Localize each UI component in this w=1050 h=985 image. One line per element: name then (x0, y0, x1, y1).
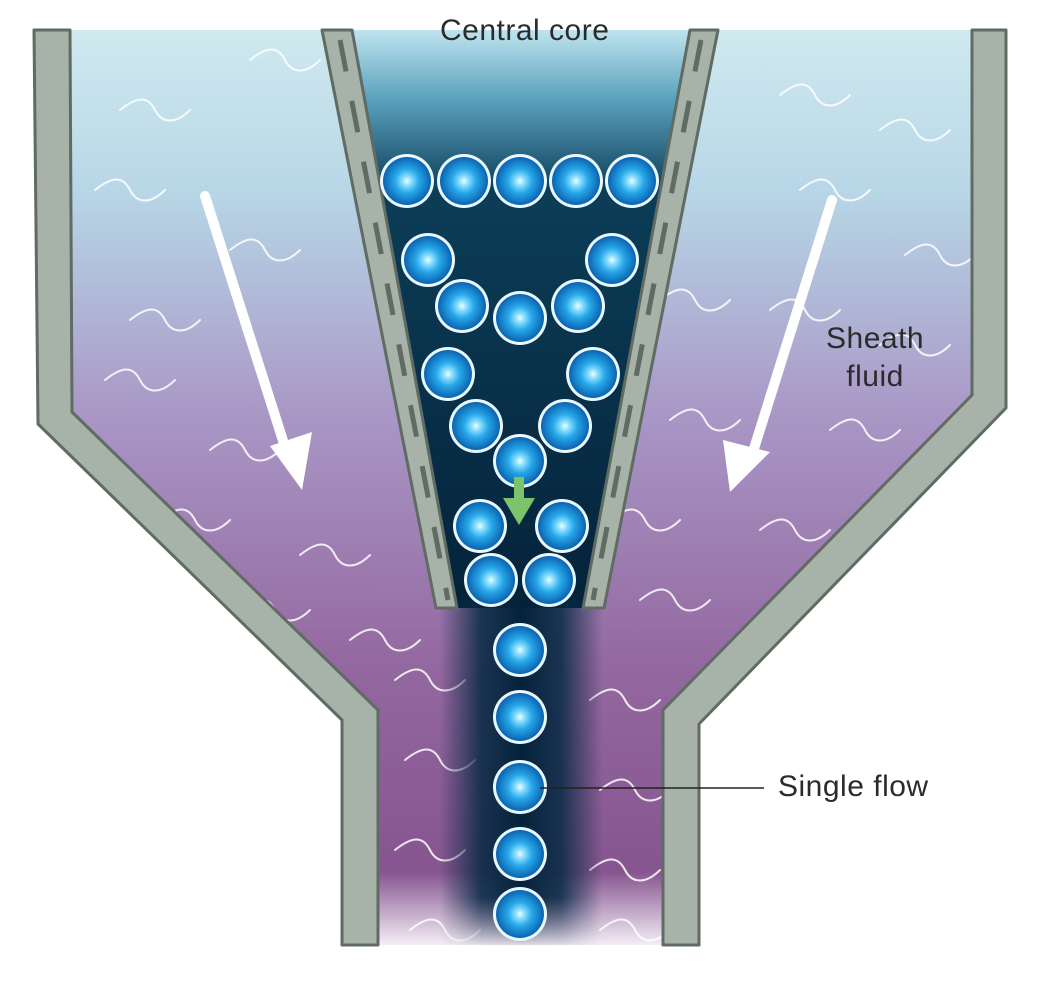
wave-line (829, 418, 901, 442)
cell-particle (435, 279, 489, 333)
wave-line (599, 918, 671, 942)
cell-particle (493, 291, 547, 345)
cell-particle (493, 887, 547, 941)
cell-particle (566, 347, 620, 401)
cell-particle (453, 499, 507, 553)
cell-particles (380, 154, 659, 941)
cell-particle (437, 154, 491, 208)
wave-line (299, 543, 371, 567)
wave-line (129, 308, 201, 332)
wave-line (759, 518, 831, 542)
cell-particle (493, 827, 547, 881)
sheath-fluid-label-line1: Sheath (826, 322, 925, 355)
sheath-fluid-label-line2: fluid (846, 359, 904, 393)
wave-line (904, 243, 976, 267)
single-flow-label: Single flow (778, 770, 929, 803)
wave-line (249, 48, 321, 72)
cell-particle (551, 279, 605, 333)
wave-line (94, 178, 166, 202)
cell-particle (535, 499, 589, 553)
wave-line (229, 238, 301, 262)
cell-particle (493, 690, 547, 744)
wave-line (589, 688, 661, 712)
injector-wall-left (320, 28, 459, 610)
cell-particle (549, 154, 603, 208)
wave-line (639, 588, 711, 612)
wave-line (589, 858, 661, 882)
down-arrow-icon (503, 477, 535, 525)
cell-particle (421, 347, 475, 401)
sheath-fluid-label: Sheath fluid (826, 320, 924, 395)
cell-particle (538, 399, 592, 453)
cell-particle (493, 434, 547, 488)
wave-line (669, 408, 741, 432)
cell-particle (380, 154, 434, 208)
injector-wall-right (581, 28, 720, 610)
sheath-flow-arrow-left (200, 191, 312, 490)
wave-line (779, 83, 851, 107)
sheath-flow-arrow-right (723, 195, 837, 492)
wave-line (659, 288, 731, 312)
central-core-label: Central core (440, 14, 610, 47)
wave-line (769, 298, 841, 322)
wave-line (349, 628, 421, 652)
cell-particle (401, 233, 455, 287)
outer-wall-left (32, 28, 380, 947)
cell-particle (464, 553, 518, 607)
cell-particle (493, 154, 547, 208)
wave-line (599, 778, 671, 802)
outer-wall-right (661, 28, 1008, 947)
cell-particle (493, 623, 547, 677)
wave-line (879, 118, 951, 142)
cell-particle (605, 154, 659, 208)
cell-particle (522, 553, 576, 607)
wave-line (119, 98, 191, 122)
cell-particle (493, 760, 547, 814)
wave-line (104, 368, 176, 392)
cell-particle (449, 399, 503, 453)
wave-line (879, 333, 951, 357)
wave-line (209, 438, 281, 462)
cell-particle (585, 233, 639, 287)
wave-line (799, 178, 871, 202)
